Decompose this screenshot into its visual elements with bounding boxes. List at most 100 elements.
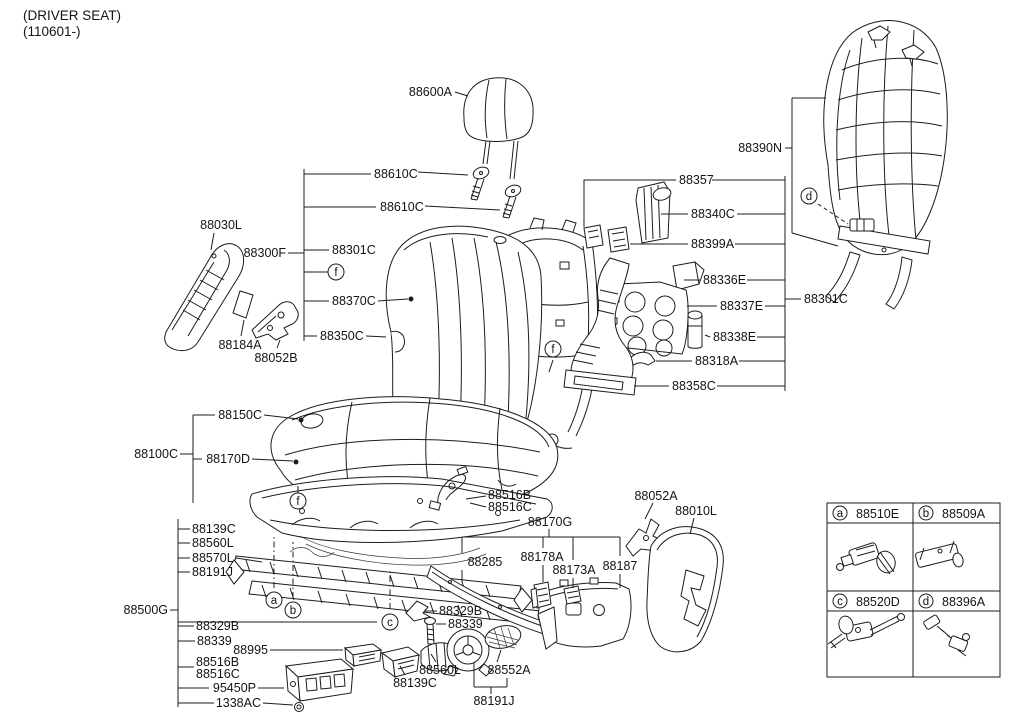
seatback-inner-parts-drawings — [563, 181, 705, 396]
pad-drawing — [232, 290, 254, 319]
part-label-88139C-mid: 88139C — [393, 676, 437, 690]
legend-cell-a: a 88510E — [832, 505, 899, 521]
svg-text:f: f — [334, 267, 338, 279]
part-label-1338AC: 1338AC — [216, 696, 261, 710]
page-title-line1: (DRIVER SEAT) — [23, 8, 121, 23]
part-label-88350C: 88350C — [320, 329, 364, 343]
callout-f-3: f — [289, 492, 307, 510]
legend-cell-b: b 88509A — [918, 505, 986, 521]
svg-text:c: c — [837, 596, 843, 608]
part-label-88300F: 88300F — [244, 246, 287, 260]
part-label-88357: 88357 — [679, 173, 714, 187]
part-label-88339-mid: 88339 — [448, 617, 483, 631]
part-label-88191J-bottom: 88191J — [473, 694, 514, 708]
svg-text:a: a — [837, 508, 844, 520]
part-label-88170D: 88170D — [206, 452, 250, 466]
svg-text:b: b — [290, 605, 296, 617]
callout-a: a — [265, 591, 283, 609]
part-labels: (DRIVER SEAT) (110601-) 88600A 88610C 88… — [23, 8, 848, 710]
part-label-88318A: 88318A — [695, 354, 739, 368]
part-label-88191J-list: 88191J — [192, 565, 233, 579]
svg-text:f: f — [551, 344, 555, 356]
part-label-88600A: 88600A — [409, 85, 453, 99]
leader-lines — [170, 91, 849, 707]
page-title-line2: (110601-) — [23, 24, 81, 39]
legend-cell-c: c 88520D — [832, 593, 900, 609]
legend-cell-d: d 88396A — [918, 593, 986, 609]
part-label-88285: 88285 — [468, 555, 503, 569]
part-label-88337E: 88337E — [720, 299, 763, 313]
legend-cable-d-drawing — [923, 614, 970, 657]
part-label-88390N: 88390N — [738, 141, 782, 155]
part-label-88610C-2: 88610C — [380, 200, 424, 214]
bolster-trim-drawing — [164, 243, 245, 352]
svg-text:a: a — [271, 595, 278, 607]
svg-text:d: d — [923, 596, 929, 608]
front-trim-strip-drawing — [426, 565, 552, 636]
legend-module-b-drawing — [915, 540, 964, 568]
part-label-88301C-left: 88301C — [332, 243, 376, 257]
svg-text:f: f — [296, 496, 300, 508]
part-label-88030L: 88030L — [200, 218, 242, 232]
part-label-88560L-list: 88560L — [192, 536, 234, 550]
side-bracket-drawing — [251, 301, 299, 341]
part-label-88560L-mid: 88560L — [419, 663, 461, 677]
svg-text:b: b — [923, 508, 929, 520]
part-label-88516C-upper: 88516C — [488, 500, 532, 514]
part-label-88329B-mid: 88329B — [439, 604, 482, 618]
part-label-88170G: 88170G — [528, 515, 572, 529]
callout-b: b — [284, 601, 302, 619]
module-drawings — [284, 643, 383, 712]
legend-part-88509A: 88509A — [942, 507, 986, 521]
part-label-88184A: 88184A — [218, 338, 262, 352]
part-label-88610C-1: 88610C — [374, 167, 418, 181]
callout-d: d — [800, 187, 818, 205]
legend-motor-c-drawing — [827, 613, 905, 649]
part-label-88139C-list: 88139C — [192, 522, 236, 536]
part-label-88010L: 88010L — [675, 504, 717, 518]
legend-part-88396A: 88396A — [942, 595, 986, 609]
part-label-88052A: 88052A — [634, 489, 678, 503]
part-label-88370C: 88370C — [332, 294, 376, 308]
part-label-88399A: 88399A — [691, 237, 735, 251]
legend-part-88510E: 88510E — [856, 507, 899, 521]
part-label-88552A: 88552A — [487, 663, 531, 677]
part-label-88500G: 88500G — [124, 603, 168, 617]
part-label-88336E: 88336E — [703, 273, 746, 287]
part-label-88516B-upper: 88516B — [488, 488, 531, 502]
part-label-88150C: 88150C — [218, 408, 262, 422]
backboard-drawing — [823, 20, 948, 310]
legend-motor-a-drawing — [836, 542, 896, 575]
svg-text:d: d — [806, 191, 812, 203]
part-label-88995: 88995 — [233, 643, 268, 657]
part-label-88358C: 88358C — [672, 379, 716, 393]
part-label-88173A: 88173A — [552, 563, 596, 577]
headrest-screw-drawings — [470, 166, 522, 219]
part-label-88178A: 88178A — [520, 550, 564, 564]
part-label-88340C: 88340C — [691, 207, 735, 221]
shield-cover-drawing — [530, 577, 632, 650]
callout-c: c — [381, 613, 399, 631]
part-label-88187: 88187 — [603, 559, 638, 573]
callout-f-2: f — [544, 340, 562, 358]
part-label-88052B: 88052B — [254, 351, 297, 365]
side-panel-drawings — [625, 518, 724, 653]
legend-part-88520D: 88520D — [856, 595, 900, 609]
headrest-drawing — [463, 77, 534, 180]
part-label-88570L: 88570L — [192, 551, 234, 565]
part-label-88339-list: 88339 — [197, 634, 232, 648]
part-label-88100C: 88100C — [134, 447, 178, 461]
part-label-95450P: 95450P — [213, 681, 256, 695]
svg-text:c: c — [387, 617, 393, 629]
wiring-harness-drawing — [428, 465, 469, 511]
legend-table: a 88510E b 88509A c 88520D d 88396A — [826, 502, 1001, 678]
blower-and-small-parts-drawings — [380, 600, 522, 679]
part-label-88329B-list: 88329B — [196, 619, 239, 633]
callout-f-1: f — [327, 263, 345, 281]
callout-circles: f f f a b c d — [265, 187, 818, 631]
part-label-88516C-list: 88516C — [196, 667, 240, 681]
part-label-88338E: 88338E — [713, 330, 756, 344]
part-label-88301C-right: 88301C — [804, 292, 848, 306]
